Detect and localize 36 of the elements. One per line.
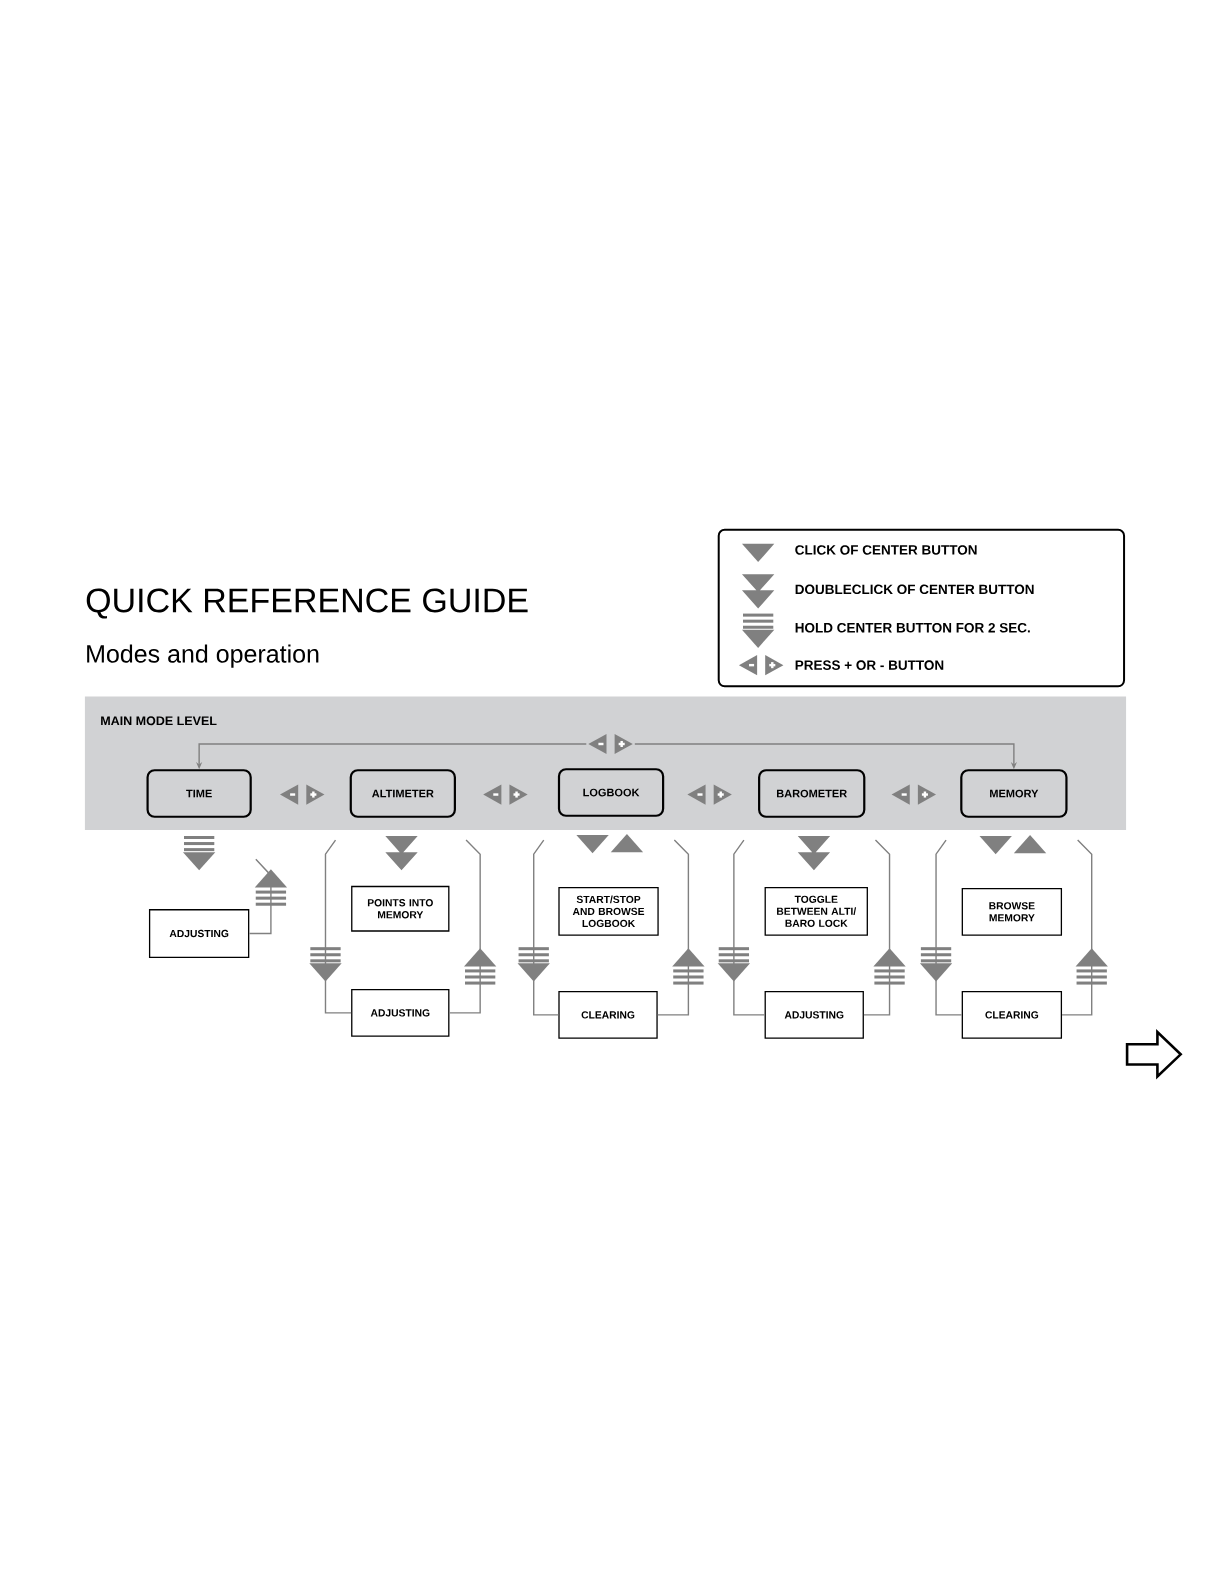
subtitle: Modes and operation — [87, 644, 319, 668]
hold-arrow — [309, 839, 352, 1014]
double-arrow — [797, 836, 831, 871]
click-arrow — [576, 834, 609, 854]
function-box: TOGGLE BETWEEN ALTI/ BARO LOCK — [764, 886, 868, 936]
double-arrow — [385, 836, 418, 871]
click-arrow — [979, 836, 1012, 855]
hold-arrow — [863, 839, 906, 1016]
function-box: CLEARING — [961, 991, 1062, 1039]
mode-box: LOGBOOK — [557, 768, 665, 817]
hold-arrow — [656, 839, 705, 1016]
function-box: POINTS INTO MEMORY — [351, 885, 450, 932]
function-box: BROWSE MEMORY — [961, 887, 1062, 936]
function-box: CLEARING — [558, 991, 658, 1039]
hold-arrow — [517, 839, 559, 1016]
function-box: ADJUSTING — [351, 989, 450, 1037]
legend-text: CLICK OF CENTER BUTTON — [795, 545, 977, 555]
mode-box: BAROMETER — [758, 769, 866, 818]
hold-arrow — [717, 839, 766, 1016]
hold-arrow — [448, 839, 497, 1014]
legend-text: DOUBLECLICK OF CENTER BUTTON — [795, 584, 1034, 595]
legend-text: HOLD CENTER BUTTON FOR 2 SEC. — [795, 622, 1030, 633]
title: QUICK REFERENCE GUIDE — [86, 588, 528, 619]
mode-box: MEMORY — [960, 769, 1068, 818]
hold-arrow — [1061, 839, 1108, 1016]
mode-box: TIME — [146, 769, 252, 818]
hold-arrow — [919, 839, 963, 1016]
function-box: ADJUSTING — [148, 909, 250, 958]
function-box: ADJUSTING — [764, 991, 864, 1039]
function-box: START/STOP AND BROWSE LOGBOOK — [558, 886, 659, 936]
mode-box: ALTIMETER — [349, 769, 456, 818]
hold-arrow — [248, 858, 287, 935]
click-arrow — [610, 833, 644, 853]
legend-text: PRESS + OR - BUTTON — [795, 660, 944, 670]
click-arrow — [1013, 834, 1047, 854]
hold-arrow — [182, 836, 216, 871]
